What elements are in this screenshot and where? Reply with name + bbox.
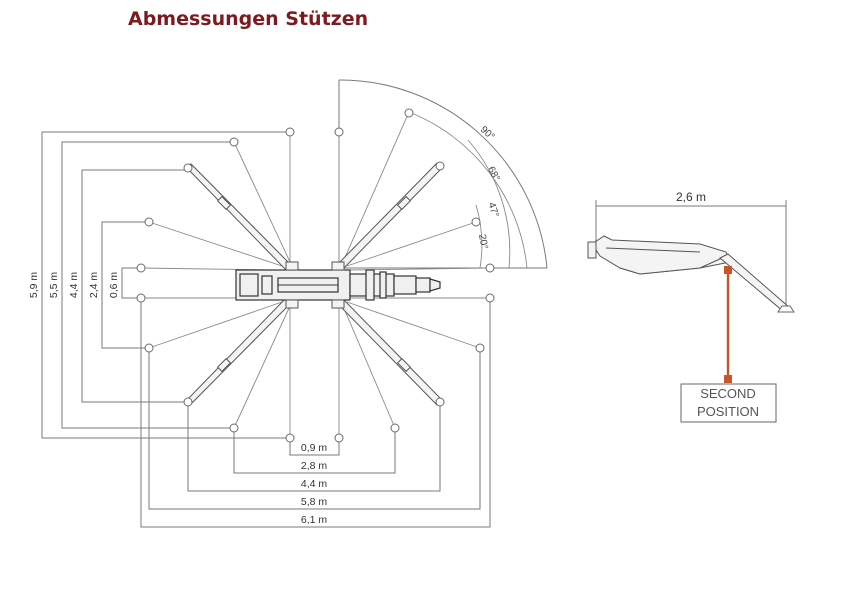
height-label-5-9: 5,9 m xyxy=(28,272,40,299)
width-label-5-8: 5,8 m xyxy=(301,496,328,508)
second-position-callout-box xyxy=(680,383,777,423)
height-label-0-6: 0,6 m xyxy=(108,272,120,299)
height-label-2-4: 2,4 m xyxy=(88,272,100,299)
angle-sweep: 90° 68° 47° 20° xyxy=(338,79,548,269)
angle-label-68: 68° xyxy=(485,165,502,184)
height-label-4-4: 4,4 m xyxy=(68,272,80,299)
second-position-anchor-marker xyxy=(724,375,732,383)
side-view-outrigger xyxy=(719,253,791,313)
width-label-4-4: 4,4 m xyxy=(301,478,328,490)
second-position-pivot-marker xyxy=(724,266,732,274)
boom-rear-left xyxy=(184,297,293,405)
width-label-6-1: 6,1 m xyxy=(301,514,328,526)
boom-front-left xyxy=(184,163,293,271)
arc-90 xyxy=(338,79,548,269)
angle-label-20: 20° xyxy=(476,233,489,250)
machine-body-top-view xyxy=(235,261,441,309)
foot-pads xyxy=(136,108,495,443)
height-label-5-5: 5,5 m xyxy=(48,272,60,299)
arc-68 xyxy=(408,111,528,269)
width-label-2-8: 2,8 m xyxy=(301,460,328,472)
span-label: 2,6 m xyxy=(676,190,706,204)
boom-rear-right xyxy=(335,297,444,406)
arc-20 xyxy=(475,204,483,269)
second-position-line-2: POSITION xyxy=(697,404,759,419)
side-view-foot xyxy=(777,305,795,313)
angle-label-47: 47° xyxy=(485,201,500,219)
boom-front-right xyxy=(335,162,444,271)
second-position-line-1: SECOND xyxy=(700,386,756,401)
width-label-0-9: 0,9 m xyxy=(301,442,328,454)
width-dimensions: 0,9 m 2,8 m 4,4 m 5,8 m 6,1 m xyxy=(140,298,491,528)
angle-label-90: 90° xyxy=(478,124,497,142)
side-view: 2,6 m SECOND POSITION xyxy=(587,190,795,423)
page-title: Abmessungen Stützen xyxy=(128,8,369,30)
arc-47 xyxy=(467,139,511,269)
height-dimensions: 5,9 m 5,5 m 4,4 m 2,4 m 0,6 m xyxy=(28,131,290,439)
